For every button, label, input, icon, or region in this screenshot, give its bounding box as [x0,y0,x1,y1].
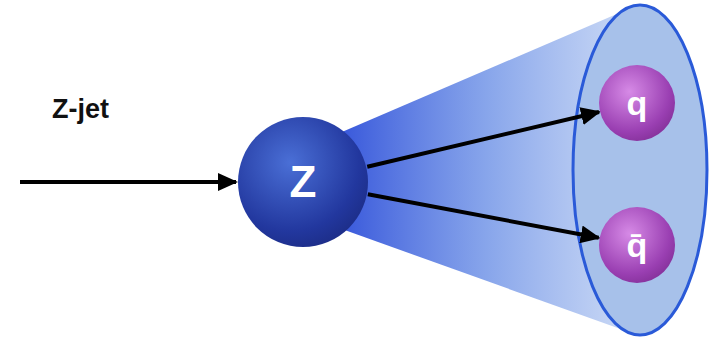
jet-label: Z-jet [52,94,109,125]
node-label: Z [290,157,317,207]
antiquark-circle: q̄ [599,207,675,283]
incoming-arrow [20,180,236,184]
node-label: q [627,84,648,123]
quark-circle: q [599,65,675,141]
node-label: q̄ [627,226,648,265]
jet-ellipse [573,5,707,335]
boson-circle: Z [238,117,368,247]
decay-arrow [368,194,599,238]
decay-arrow [367,112,599,167]
